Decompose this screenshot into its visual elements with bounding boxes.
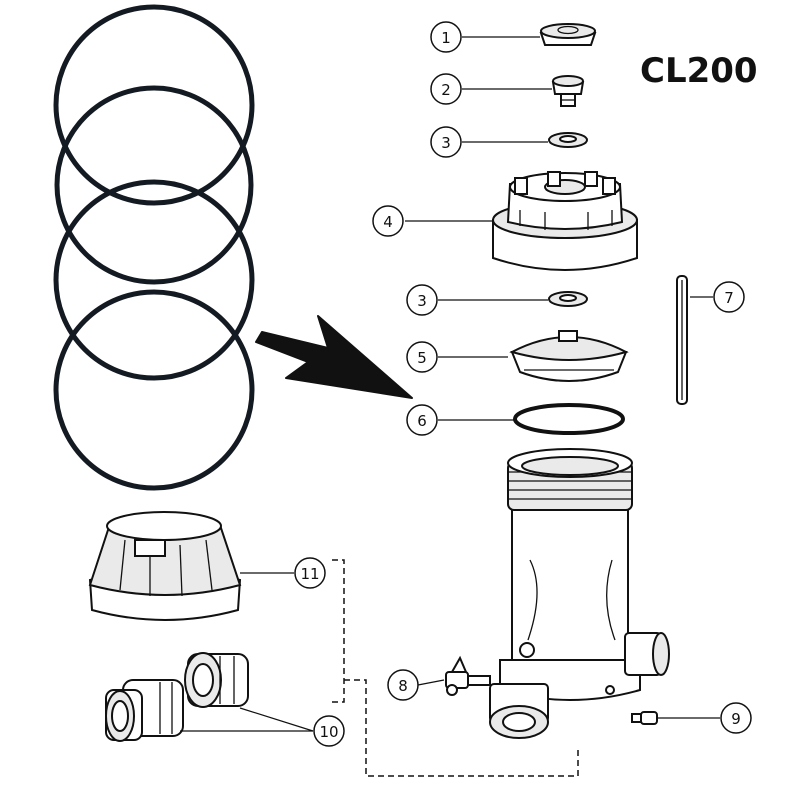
callout-3-lower: 3 [406,284,438,316]
part-rod [676,275,688,405]
part-gasket [548,132,588,148]
callouts: 1 2 3 4 3 5 6 7 [294,21,752,747]
part-screw [551,75,585,107]
callout-11: 11 [294,557,326,589]
dashed-bracket [332,559,345,703]
o-ring-photo [53,179,255,381]
callout-7: 7 [713,281,745,313]
o-ring-photo [53,289,255,491]
callout-4: 4 [372,205,404,237]
part-drain-plug [631,711,658,725]
leader-lines [180,36,720,732]
part-cap-knob [539,23,597,46]
o-ring-photo [53,4,255,206]
callout-9: 9 [720,702,752,734]
callout-2: 2 [430,73,462,105]
svg-text:10: 10 [319,723,338,741]
svg-text:1: 1 [441,29,451,47]
pointer-arrow [255,315,413,399]
svg-text:6: 6 [417,412,427,430]
callout-3-upper: 3 [430,126,462,158]
svg-text:2: 2 [441,81,451,99]
svg-text:9: 9 [731,710,741,728]
part-inner-cap [509,330,629,382]
callout-1: 1 [430,21,462,53]
part-lid [492,171,638,271]
part-base-cover [88,511,242,621]
part-union-fittings [105,652,249,742]
part-o-ring [513,403,625,435]
part-body [489,448,670,739]
svg-text:7: 7 [724,289,734,307]
callout-5: 5 [406,341,438,373]
o-ring-photos [53,4,255,491]
part-valve [445,655,491,696]
svg-text:11: 11 [300,565,319,583]
svg-text:3: 3 [417,292,427,310]
svg-text:5: 5 [417,349,427,367]
svg-text:4: 4 [383,213,393,231]
dashed-connector [344,679,579,777]
callout-8: 8 [387,669,419,701]
svg-text:3: 3 [441,134,451,152]
callout-6: 6 [406,404,438,436]
svg-text:8: 8 [398,677,408,695]
model-label: CL200 [640,51,758,91]
o-ring-photo [54,85,254,285]
callout-10: 10 [313,715,345,747]
part-gasket-lower [548,291,588,307]
